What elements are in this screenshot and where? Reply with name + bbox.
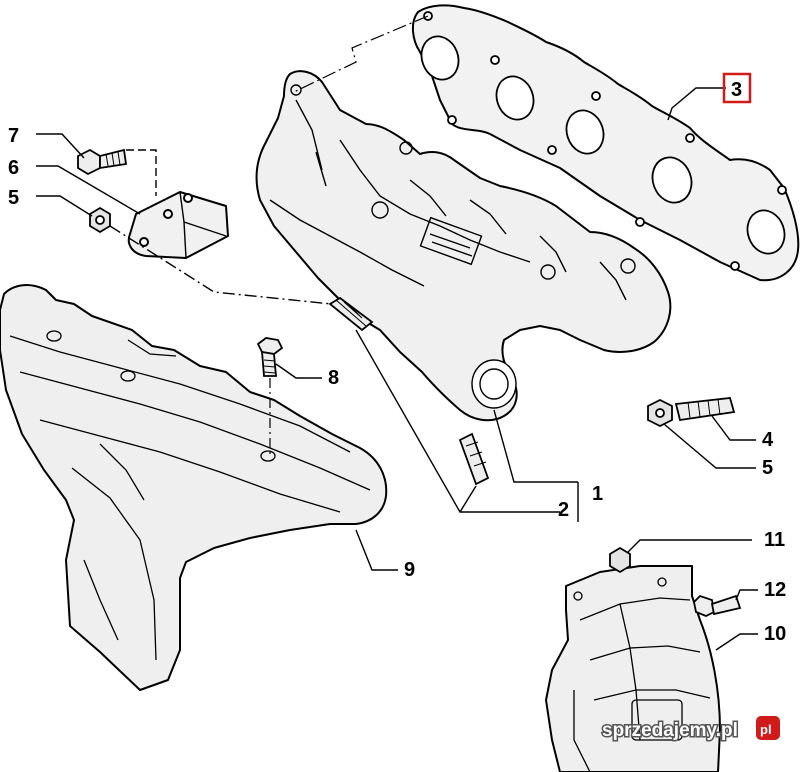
callout-8: 8 — [328, 367, 339, 389]
heat-shield-details — [9, 330, 371, 661]
shield-bolt — [256, 337, 284, 377]
callout-12: 12 — [764, 579, 786, 601]
gasket-holes — [420, 11, 787, 271]
callout-1: 1 — [592, 483, 603, 505]
right-stud — [674, 397, 736, 422]
callout-5-right: 5 — [762, 457, 773, 479]
watermark-badge-text: pl — [760, 722, 772, 737]
alignment-line — [293, 15, 429, 93]
callout-9: 9 — [404, 559, 415, 581]
callout-4: 4 — [762, 429, 774, 451]
stud-lower — [458, 432, 490, 486]
callout-10: 10 — [764, 623, 786, 645]
bracket-nut — [89, 206, 111, 234]
callout-labels: 1 2 3 4 5 5 6 7 8 9 10 11 12 — [8, 79, 786, 645]
stud-upper — [328, 296, 374, 332]
lower-bolt — [693, 594, 742, 617]
callout-11: 11 — [764, 529, 785, 551]
callout-2: 2 — [558, 499, 569, 521]
watermark: sprzedajemy.pl pl — [601, 716, 780, 743]
callout-7: 7 — [8, 125, 19, 147]
callout-5-left: 5 — [8, 187, 19, 209]
mounting-bracket — [127, 191, 229, 259]
right-nut — [647, 398, 673, 428]
callout-6: 6 — [8, 157, 19, 179]
watermark-text: sprzedajemy.pl — [602, 720, 738, 741]
leader-lines — [36, 87, 758, 651]
heat-shield — [0, 284, 388, 691]
exhaust-gasket — [412, 4, 800, 282]
lower-shield-details — [573, 577, 711, 772]
watermark-badge-icon — [756, 716, 780, 740]
manifold-details — [269, 84, 636, 409]
lower-nut — [609, 546, 631, 574]
bracket-bolt — [77, 148, 128, 176]
callout-3: 3 — [731, 79, 742, 101]
callout-3-highlight — [722, 72, 752, 104]
